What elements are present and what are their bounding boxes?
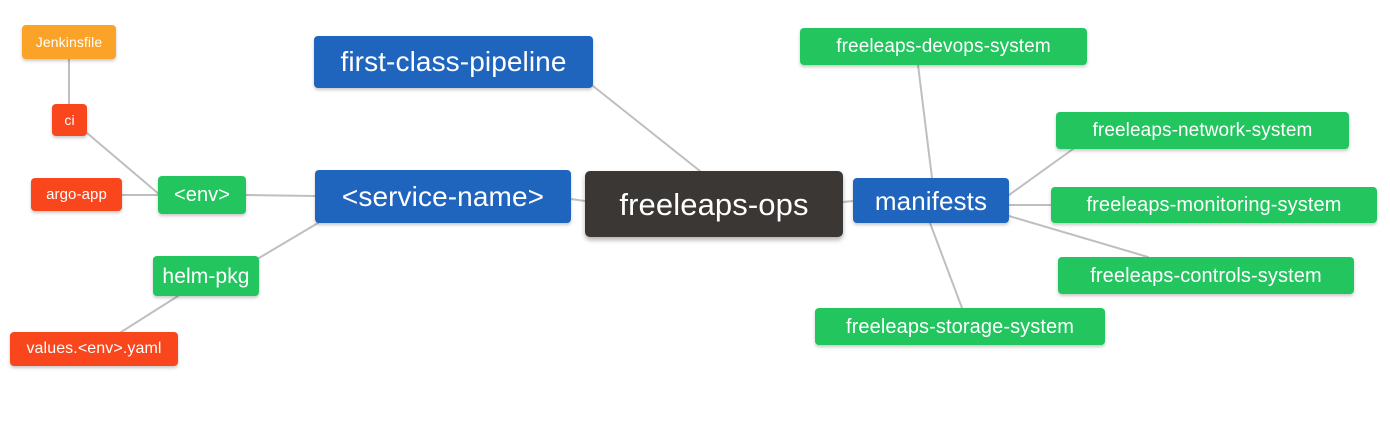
edge-env-to-service-name (245, 194, 316, 197)
edge-manifests-to-storage-system (929, 222, 963, 309)
edge-helm-pkg-to-values-yaml (117, 295, 179, 335)
edge-freeleaps-ops-to-manifests (842, 200, 854, 203)
node-jenkinsfile[interactable]: Jenkinsfile (22, 25, 116, 59)
node-service-name[interactable]: <service-name> (315, 170, 571, 223)
edge-service-name-to-freeleaps-ops (570, 198, 586, 202)
node-network-system[interactable]: freeleaps-network-system (1056, 112, 1349, 149)
node-ci[interactable]: ci (52, 104, 87, 136)
node-devops-system[interactable]: freeleaps-devops-system (800, 28, 1087, 65)
node-argo-app[interactable]: argo-app (31, 178, 122, 211)
node-manifests[interactable]: manifests (853, 178, 1009, 223)
edge-service-name-to-helm-pkg (258, 222, 319, 259)
edge-first-class-to-freeleaps-ops (592, 85, 701, 172)
node-controls-system[interactable]: freeleaps-controls-system (1058, 257, 1354, 294)
node-first-class[interactable]: first-class-pipeline (314, 36, 593, 88)
node-env[interactable]: <env> (158, 176, 246, 214)
node-values-yaml[interactable]: values.<env>.yaml (10, 332, 178, 366)
node-storage-system[interactable]: freeleaps-storage-system (815, 308, 1105, 345)
edge-manifests-to-devops-system (917, 64, 933, 179)
node-helm-pkg[interactable]: helm-pkg (153, 256, 259, 296)
node-monitoring-system[interactable]: freeleaps-monitoring-system (1051, 187, 1377, 223)
node-freeleaps-ops[interactable]: freeleaps-ops (585, 171, 843, 237)
